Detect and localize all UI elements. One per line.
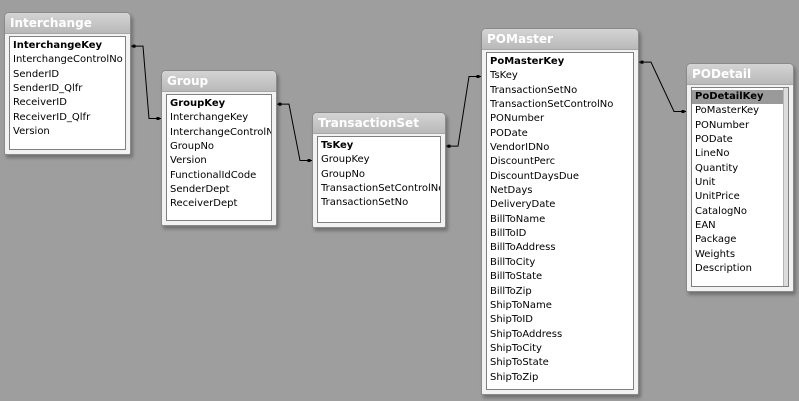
relationship-endpoint	[278, 102, 282, 106]
relationship-line[interactable]	[277, 103, 312, 162]
relationship-endpoint	[447, 144, 451, 148]
field-row[interactable]: TsKey	[321, 140, 354, 151]
field-row[interactable]: LineNo	[695, 148, 730, 160]
field-row[interactable]: PoMasterKey	[695, 105, 760, 117]
field-row[interactable]: CatalogNo	[695, 205, 748, 217]
field-row[interactable]: GroupNo	[170, 141, 215, 153]
field-row[interactable]: TransactionSetControlNo	[321, 183, 441, 195]
relationship-endpoint	[476, 75, 480, 79]
field-row[interactable]: UnitPrice	[695, 191, 740, 203]
field-row[interactable]: BillToState	[490, 271, 543, 283]
field-row[interactable]: ShipToZip	[490, 371, 539, 383]
relationship-endpoint	[640, 60, 644, 64]
field-row[interactable]: BillToCity	[490, 256, 536, 268]
field-row[interactable]: TransactionSetNo	[490, 84, 578, 96]
field-row[interactable]: PODate	[695, 134, 733, 146]
relationship-line[interactable]	[446, 76, 481, 147]
field-row[interactable]: BillToZip	[490, 285, 532, 297]
field-row[interactable]: SenderID	[13, 68, 60, 80]
field-row[interactable]: PoMasterKey	[490, 56, 565, 67]
field-row[interactable]: ShipToAddress	[490, 328, 563, 340]
relationship-endpoint	[132, 44, 136, 48]
table-title[interactable]: PODetail	[687, 64, 793, 85]
table-title[interactable]: TransactionSet	[313, 113, 445, 134]
field-row[interactable]: BillToAddress	[490, 242, 556, 254]
table-title[interactable]: POMaster	[482, 29, 638, 50]
field-row[interactable]: BillToID	[490, 228, 527, 240]
field-row[interactable]: TransactionSetControlNo	[490, 99, 614, 111]
field-row[interactable]: Version	[13, 126, 50, 138]
field-row[interactable]: InterchangeControlNo	[13, 54, 123, 66]
field-row[interactable]: ReceiverDept	[170, 198, 238, 210]
field-row[interactable]: InterchangeKey	[170, 112, 249, 124]
field-row[interactable]: ShipToCity	[490, 342, 542, 354]
field-row[interactable]: DiscountPerc	[490, 156, 556, 168]
field-row[interactable]: SenderDept	[170, 184, 230, 196]
field-row[interactable]: VendorIDNo	[490, 142, 550, 154]
field-row[interactable]: GroupKey	[321, 154, 370, 166]
field-row[interactable]: InterchangeControlNo	[170, 126, 272, 138]
field-row[interactable]: PODate	[490, 127, 528, 139]
field-row[interactable]: NetDays	[490, 185, 533, 197]
field-row[interactable]: PONumber	[490, 113, 545, 125]
field-row[interactable]: DiscountDaysDue	[490, 170, 580, 182]
table-title[interactable]: Interchange	[5, 13, 130, 34]
field-row[interactable]: GroupKey	[170, 98, 226, 109]
field-row[interactable]: Version	[170, 155, 207, 167]
relationship-endpoint	[307, 159, 311, 163]
field-row[interactable]: PoDetailKey	[692, 90, 788, 105]
field-row[interactable]: DeliveryDate	[490, 199, 556, 211]
field-row[interactable]: Quantity	[695, 162, 739, 174]
field-row[interactable]: EAN	[695, 220, 716, 232]
field-row[interactable]: Description	[695, 263, 752, 275]
field-row[interactable]: GroupNo	[321, 168, 366, 180]
table-title[interactable]: Group	[162, 71, 276, 92]
scrollbar[interactable]	[783, 88, 788, 286]
field-row[interactable]: FunctionalIdCode	[170, 169, 257, 181]
field-row[interactable]: ReceiverID_Qlfr	[13, 111, 91, 123]
field-row[interactable]: ShipToID	[490, 314, 533, 326]
field-row[interactable]: TsKey	[490, 70, 518, 82]
field-row[interactable]: PONumber	[695, 119, 750, 131]
relationship-line[interactable]	[131, 45, 161, 120]
field-row[interactable]: InterchangeKey	[13, 40, 103, 51]
relationship-line[interactable]	[639, 61, 686, 113]
field-row[interactable]: BillToName	[490, 213, 546, 225]
field-row[interactable]: ReceiverID	[13, 97, 67, 109]
field-row[interactable]: Package	[695, 234, 737, 246]
field-row[interactable]: TransactionSetNo	[321, 197, 409, 209]
relationship-endpoint	[156, 117, 160, 121]
field-row[interactable]: ShipToName	[490, 299, 552, 311]
field-row[interactable]: Weights	[695, 248, 736, 260]
field-row[interactable]: ShipToState	[490, 357, 549, 369]
field-row[interactable]: Unit	[695, 177, 716, 189]
relationship-endpoint	[681, 110, 685, 114]
field-row[interactable]: SenderID_Qlfr	[13, 83, 83, 95]
